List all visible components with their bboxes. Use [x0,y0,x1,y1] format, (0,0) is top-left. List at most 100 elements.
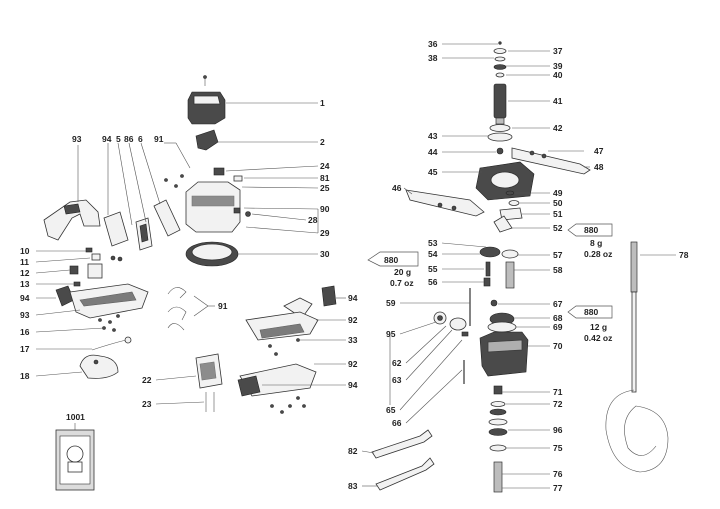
label-69: 69 [553,322,563,332]
grease-2-code: 880 [584,225,598,235]
label-11: 11 [20,257,29,267]
side-cover-part [103,199,181,251]
label-17: 17 [20,344,30,354]
label-45: 45 [428,167,438,177]
label-91-mid: 91 [218,301,228,311]
side-handle-left-part [405,189,485,217]
label-95: 95 [386,329,396,339]
label-13: 13 [20,279,30,289]
label-76: 76 [553,469,563,479]
label-39: 39 [553,61,563,71]
label-50: 50 [553,198,563,208]
label-81: 81 [320,173,330,183]
label-92-b: 92 [348,359,358,369]
label-94-right-top: 94 [348,293,358,303]
brush-holder-part [195,353,223,412]
grease-3-code: 880 [584,307,598,317]
handle-left-part [43,199,101,241]
label-40: 40 [553,70,563,80]
label-68: 68 [553,313,563,323]
label-1: 1 [320,98,325,108]
label-94-left: 94 [20,293,30,303]
base-handle-part [55,283,149,319]
label-53: 53 [428,238,438,248]
label-83: 83 [348,481,358,491]
label-23: 23 [142,399,152,409]
small-parts-group [69,247,123,287]
label-42: 42 [553,123,563,133]
gear-set-part [479,246,519,289]
screws-group-2 [270,396,306,414]
label-12: 12 [20,268,30,278]
label-67: 67 [553,299,563,309]
label-2: 2 [320,137,325,147]
label-65: 65 [386,405,396,415]
screws-group [98,314,120,332]
label-96: 96 [553,425,563,435]
mixing-paddle-part [605,241,669,473]
grease-label-2: 880 8 g 0.28 oz [584,225,612,259]
label-48: 48 [594,162,604,172]
fan-housing-part [475,161,535,201]
label-70: 70 [553,341,563,351]
label-92-a: 92 [348,315,358,325]
label-63: 63 [392,375,402,385]
label-18: 18 [20,371,30,381]
label-25: 25 [320,183,330,193]
label-58: 58 [553,265,563,275]
label-62: 62 [392,358,402,368]
right-handle-part [237,285,337,397]
wrench-part [371,429,435,491]
label-54: 54 [428,249,438,259]
label-90: 90 [320,204,330,214]
grease-label-1: 880 20 g 0.7 oz [384,255,414,288]
label-47: 47 [594,146,604,156]
spindle-stack-part [488,385,508,493]
grease-1-weight: 20 g [394,267,411,277]
label-29: 29 [320,228,330,238]
grease-3-oz: 0.42 oz [584,333,612,343]
label-93-left: 93 [20,310,30,320]
grease-label-3: 880 12 g 0.42 oz [584,307,612,343]
grease-1-code: 880 [384,255,398,265]
base-ring-part [185,241,239,267]
label-41: 41 [553,96,563,106]
gear-small-parts [493,190,523,233]
label-44: 44 [428,147,438,157]
grease-tube-1 [367,251,419,267]
grease-tube-2 [567,223,613,237]
label-71: 71 [553,387,563,397]
switch-part [195,129,219,151]
spring-part [167,287,187,331]
label-1001: 1001 [66,412,85,422]
label-57: 57 [553,250,563,260]
side-handle-right-part [511,147,591,175]
grease-3-weight: 12 g [590,322,607,332]
label-94-right-bottom: 94 [348,380,358,390]
label-24: 24 [320,161,330,171]
label-91-top: 91 [154,134,164,144]
grease-tube-3 [567,305,613,319]
grease-2-oz: 0.28 oz [584,249,612,259]
label-22: 22 [142,375,152,385]
label-16: 16 [20,327,30,337]
label-78: 78 [679,250,689,260]
label-52: 52 [553,223,563,233]
label-5: 5 [116,134,121,144]
label-66: 66 [392,418,402,428]
cable-part [79,336,132,379]
label-94-top: 94 [102,134,112,144]
gearbox-part [463,288,529,384]
label-36: 36 [428,39,438,49]
label-30: 30 [320,249,330,259]
label-37: 37 [553,46,563,56]
label-46: 46 [392,183,402,193]
label-55: 55 [428,264,438,274]
motor-cap-part [187,75,226,125]
grease-2-weight: 8 g [590,238,602,248]
housing-part [185,167,251,233]
label-77: 77 [553,483,563,493]
label-10: 10 [20,246,30,256]
armature-stack-part [487,41,513,155]
